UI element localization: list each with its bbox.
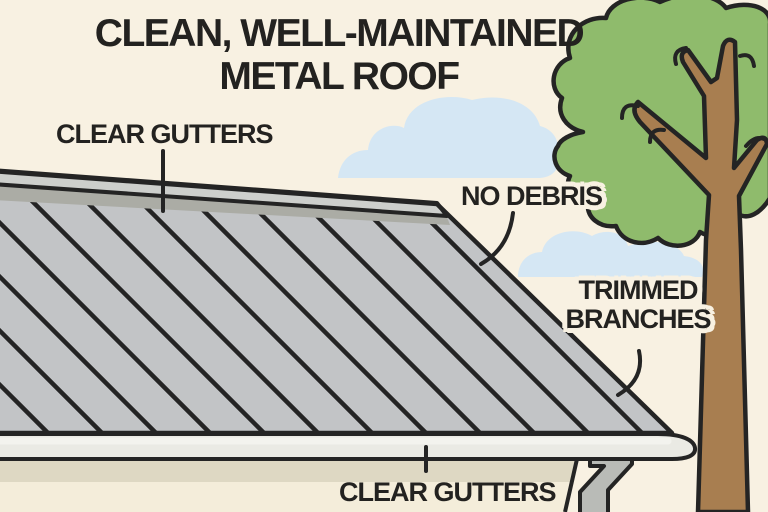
callout-no-debris: NO DEBRIS bbox=[461, 181, 603, 211]
title-line-1: CLEAN, WELL-MAINTAINED bbox=[94, 12, 585, 55]
ridge-shadow bbox=[0, 184, 450, 225]
callout-trimmed-branches: TRIMMED BRANCHES bbox=[565, 275, 711, 334]
wall-face bbox=[0, 482, 571, 512]
callout-pointers bbox=[161, 149, 642, 473]
gutter bbox=[0, 432, 698, 461]
roof-panel-face bbox=[0, 171, 672, 433]
pointer-no-debris bbox=[479, 211, 515, 266]
pointer-trimmed-branches bbox=[616, 349, 642, 397]
metal-roof bbox=[0, 168, 675, 436]
tree bbox=[551, 0, 768, 512]
callout-clear-gutters-top: CLEAR GUTTERS bbox=[56, 119, 273, 149]
cloud-lower bbox=[518, 231, 704, 277]
cloud-upper bbox=[338, 97, 559, 178]
fascia-band bbox=[0, 460, 577, 482]
clouds bbox=[338, 97, 704, 277]
branch-curls bbox=[620, 46, 768, 148]
page-title: CLEAN, WELL-MAINTAINED METAL ROOF bbox=[0, 12, 678, 98]
house-wall bbox=[0, 458, 579, 512]
title-line-2: METAL ROOF bbox=[219, 55, 460, 98]
wall-corner-line bbox=[563, 458, 579, 512]
standing-seams bbox=[0, 173, 648, 434]
callout-clear-gutters-bottom: CLEAR GUTTERS bbox=[339, 477, 556, 507]
